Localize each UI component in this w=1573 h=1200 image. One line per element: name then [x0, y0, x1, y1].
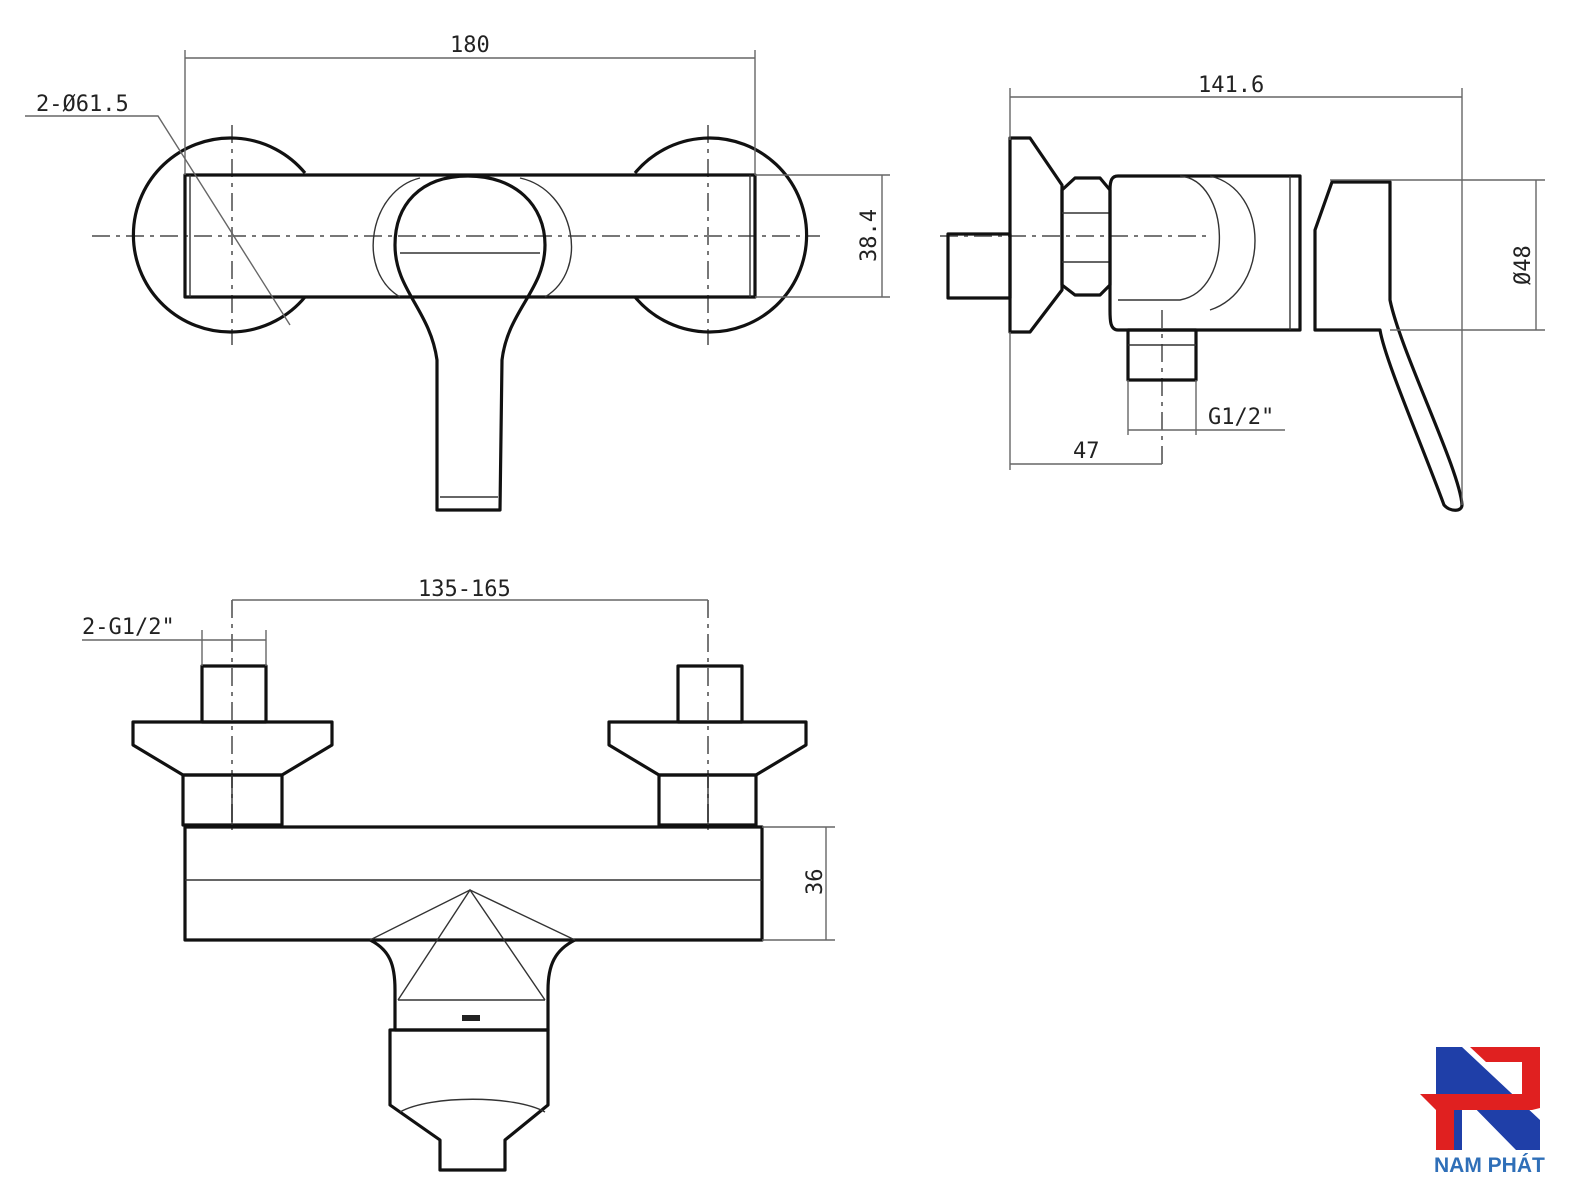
handle-diameter-label: Ø48 [1511, 245, 1536, 285]
bottom-view: 135-165 2-G1/2" 36 [82, 577, 835, 1172]
outlet-offset-label: 47 [1073, 439, 1100, 464]
front-view: 2-Ø61.5 180 38.4 [25, 33, 890, 512]
front-height-label: 38.4 [857, 209, 882, 262]
side-view: 141.6 Ø48 G1/2" 47 [940, 73, 1545, 512]
inlet-spacing-label: 135-165 [418, 577, 511, 602]
nam-phat-logo: NAM PHÁT [1420, 1047, 1545, 1177]
inlet-thread-label: 2-G1/2" [82, 615, 175, 640]
bottom-height-label: 36 [803, 869, 828, 896]
logo-text: NAM PHÁT [1434, 1154, 1545, 1177]
flange-diameter-label: 2-Ø61.5 [36, 92, 129, 117]
front-width-label: 180 [450, 33, 490, 58]
side-depth-label: 141.6 [1198, 73, 1264, 98]
outlet-thread-label: G1/2" [1208, 405, 1274, 430]
